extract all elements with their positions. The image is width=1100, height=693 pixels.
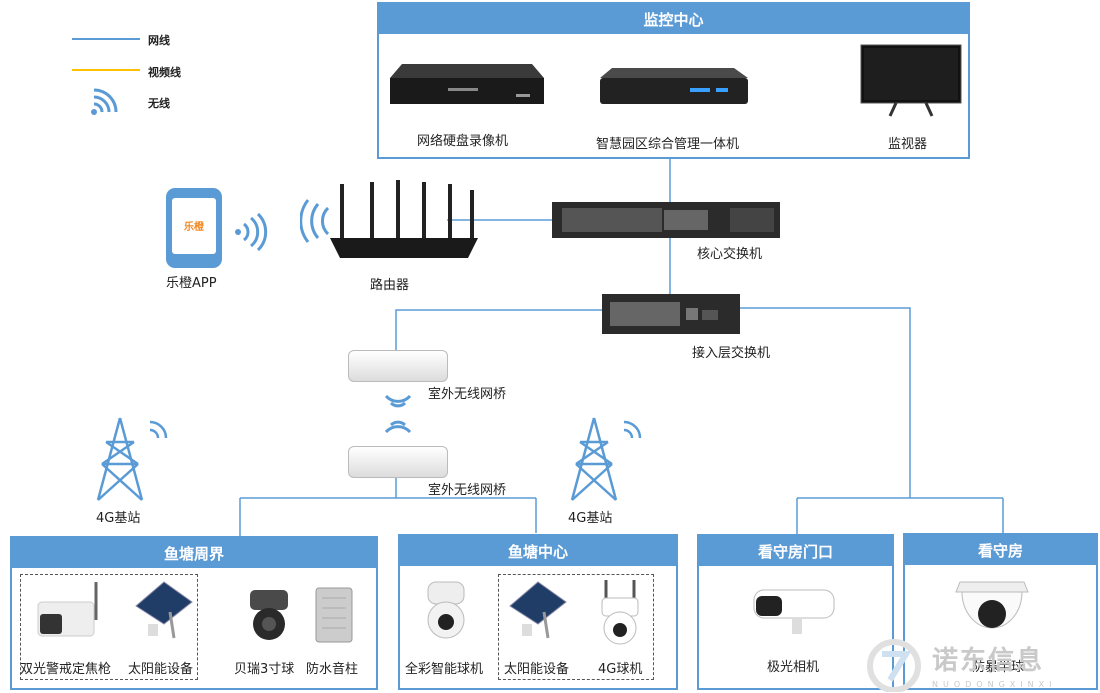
nvr-device-icon <box>390 64 544 104</box>
perimeter-item-1: 双光警戒定焦枪 <box>20 662 112 677</box>
center-item-1: 全彩智能球机 <box>405 662 484 677</box>
access-switch-icon <box>602 294 740 334</box>
perimeter-group-border <box>20 574 198 680</box>
watermark-logo-icon <box>867 639 921 692</box>
core-switch-icon <box>552 202 780 238</box>
phone-icon: 乐橙 <box>166 188 222 268</box>
legend-network-label: 网线 <box>148 34 170 47</box>
gate-item-1: 极光相机 <box>767 660 820 675</box>
tower-right-icon <box>570 417 642 501</box>
tower-left-icon <box>96 417 168 501</box>
legend-wifi-icon <box>91 88 118 115</box>
starlight-camera-icon <box>753 589 835 634</box>
bridge-bottom-icon <box>348 446 448 478</box>
router-icon <box>300 180 478 258</box>
center-item-3: 4G球机 <box>598 662 643 677</box>
app-label: 乐橙APP <box>166 276 217 291</box>
watermark-subtext: NUODONGXINXI <box>932 680 1057 689</box>
house-item-1: 防暴半球 <box>972 660 1025 675</box>
color-ptz-icon <box>427 581 465 639</box>
access-to-right-line <box>738 307 911 498</box>
bridge-bottom-label: 室外无线网桥 <box>428 483 507 498</box>
zone-perimeter-title: 鱼塘周界 <box>12 538 376 568</box>
nvr-label: 网络硬盘录像机 <box>417 134 509 149</box>
perimeter-item-3: 贝瑞3寸球 <box>234 662 295 677</box>
monitor-center-title: 监控中心 <box>379 4 968 34</box>
dome-camera-icon <box>955 581 1029 629</box>
center-group-border <box>498 574 654 680</box>
phone-wifi-icon <box>235 212 268 252</box>
zone-center-title: 鱼塘中心 <box>400 536 676 566</box>
legend-wireless-label: 无线 <box>148 97 170 110</box>
bridge-top-icon <box>348 350 448 382</box>
perimeter-item-4: 防水音柱 <box>306 662 359 677</box>
zone-house-title: 看守房 <box>905 535 1096 565</box>
perimeter-item-2: 太阳能设备 <box>128 662 194 677</box>
management-device-icon <box>600 68 748 104</box>
watermark-text: 诺东信息 <box>932 646 1045 676</box>
speaker-icon <box>315 587 353 643</box>
router-label: 路由器 <box>370 278 410 293</box>
monitor-icon <box>860 44 962 117</box>
core-switch-label: 核心交换机 <box>697 247 763 262</box>
bridge-top-label: 室外无线网桥 <box>428 387 507 402</box>
tower-right-label: 4G基站 <box>568 511 613 526</box>
4g-ptz-icon <box>601 580 639 645</box>
center-solar-icon <box>509 581 567 639</box>
solar-panel-icon <box>135 581 193 639</box>
tower-left-label: 4G基站 <box>96 511 141 526</box>
ptz-camera-icon <box>250 590 288 640</box>
zone-gate-title: 看守房门口 <box>699 536 892 566</box>
bullet-camera-icon <box>37 582 98 637</box>
monitor-label: 监视器 <box>888 137 928 152</box>
management-label: 智慧园区综合管理一体机 <box>596 137 740 152</box>
bridge-wifi-icon <box>384 394 412 434</box>
access-switch-label: 接入层交换机 <box>692 346 771 361</box>
legend-video-label: 视频线 <box>148 66 181 79</box>
app-logo: 乐橙 <box>184 222 204 233</box>
access-to-bridge-line <box>395 309 603 350</box>
center-item-2: 太阳能设备 <box>504 662 570 677</box>
